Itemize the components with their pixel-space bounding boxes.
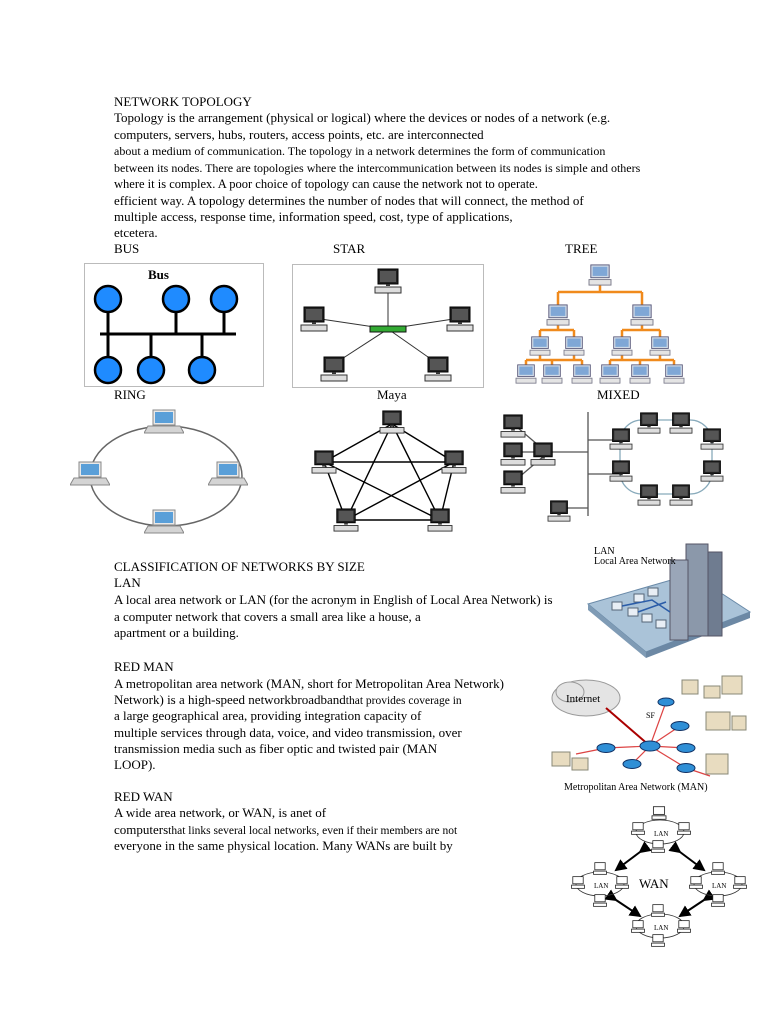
- label-tree: TREE: [565, 241, 598, 256]
- intro-line: etcetera.: [114, 225, 158, 240]
- wan-figure-lan: LAN: [594, 882, 608, 890]
- ring-topology-figure: [70, 409, 248, 534]
- classification-heading: CLASSIFICATION OF NETWORKS BY SIZE: [114, 559, 365, 574]
- label-mixed: MIXED: [597, 387, 640, 402]
- man-line: multiple services through data, voice, a…: [114, 725, 462, 740]
- tree-topology-figure: [515, 264, 685, 384]
- wan-figure-lan: LAN: [712, 882, 726, 890]
- man-figure-sf: SF: [646, 711, 655, 720]
- page-title: NETWORK TOPOLOGY: [114, 94, 252, 109]
- intro-line: computers, servers, hubs, routers, acces…: [114, 127, 484, 142]
- lan-figure: LAN Local Area Network: [586, 543, 752, 658]
- man-figure-caption: Metropolitan Area Network (MAN): [564, 782, 708, 793]
- wan-figure: WAN LAN LAN LAN LAN: [571, 806, 747, 947]
- bus-figure-label: Bus: [148, 267, 169, 282]
- wan-line: computersthat links several local networ…: [114, 822, 457, 839]
- man-figure-internet: Internet: [566, 693, 600, 705]
- star-topology-figure: [292, 264, 484, 388]
- lan-line: apartment or a building.: [114, 625, 239, 640]
- wan-heading: RED WAN: [114, 789, 173, 804]
- wan-line-part: computers: [114, 822, 169, 837]
- man-heading: RED MAN: [114, 659, 174, 674]
- label-ring: RING: [114, 387, 146, 402]
- label-maya: Maya: [377, 387, 407, 402]
- man-line-part: that provides coverage in: [345, 695, 462, 707]
- man-line: a large geographical area, providing int…: [114, 708, 422, 723]
- intro-line: Topology is the arrangement (physical or…: [114, 110, 611, 125]
- man-line: transmission media such as fiber optic a…: [114, 741, 438, 756]
- label-star: STAR: [333, 241, 366, 256]
- lan-heading: LAN: [114, 575, 141, 590]
- wan-figure-lan: LAN: [654, 924, 668, 932]
- mixed-topology-figure: [500, 412, 724, 522]
- lan-figure-label: LAN: [594, 546, 615, 557]
- lan-line: a computer network that covers a small a…: [114, 609, 421, 624]
- intro-line: between its nodes. There are topologies …: [114, 161, 641, 175]
- man-line-part: Network) is a high-speed networkbroadban…: [114, 692, 346, 707]
- intro-line: multiple access, response time, informat…: [114, 209, 513, 224]
- lan-line: A local area network or LAN (for the acr…: [114, 592, 553, 607]
- wan-line: everyone in the same physical location. …: [114, 838, 453, 853]
- wan-line: A wide area network, or WAN, is anet of: [114, 805, 327, 820]
- man-line: LOOP).: [114, 757, 156, 772]
- man-line: A metropolitan area network (MAN, short …: [114, 676, 504, 691]
- man-line: Network) is a high-speed networkbroadban…: [114, 692, 462, 709]
- label-bus: BUS: [114, 241, 140, 256]
- lan-figure-sublabel: Local Area Network: [594, 556, 676, 567]
- wan-line-part: that links several local networks, even …: [168, 825, 458, 837]
- bus-topology-figure: Bus: [84, 263, 264, 387]
- intro-line: where it is complex. A poor choice of to…: [114, 177, 538, 191]
- man-figure: Internet SF Metropolitan Area Network (M…: [551, 675, 747, 793]
- mesh-topology-figure: [311, 410, 467, 532]
- wan-figure-center: WAN: [639, 876, 669, 891]
- intro-line: efficient way. A topology determines the…: [114, 193, 584, 208]
- wan-figure-lan: LAN: [654, 830, 668, 838]
- intro-line: about a medium of communication. The top…: [114, 144, 606, 158]
